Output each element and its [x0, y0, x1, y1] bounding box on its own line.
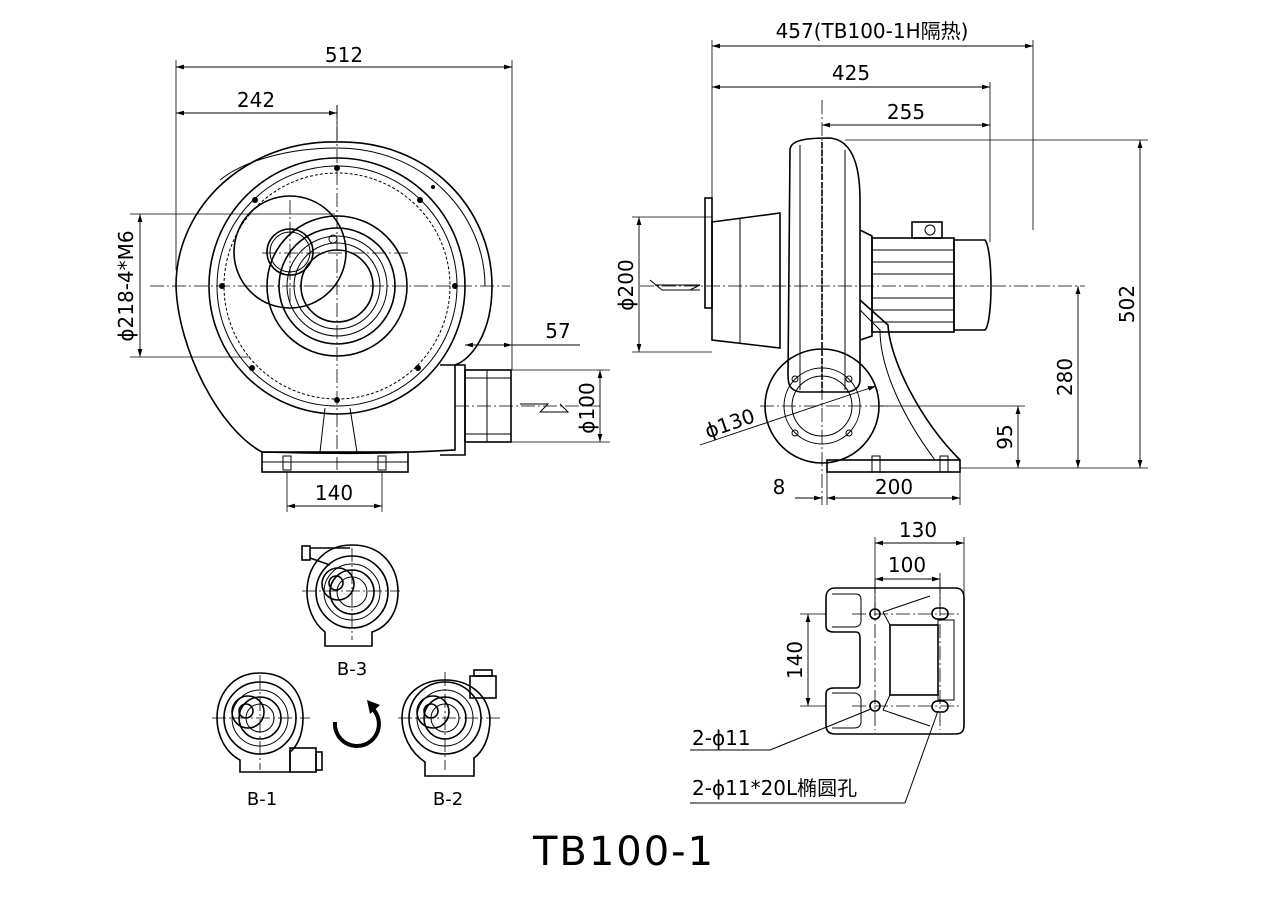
dim-height-overall: 502 — [1115, 285, 1139, 323]
side-view — [640, 100, 1085, 505]
rotation-arrow-icon — [332, 700, 381, 748]
dim-foot-offset: 8 — [773, 475, 786, 499]
dim-base-hole-spacing-x: 100 — [888, 553, 926, 577]
dim-foot-length: 200 — [875, 475, 913, 499]
front-view-dimensions: 512 242 ϕ218-4*M6 57 ϕ100 140 — [114, 43, 610, 512]
dim-front-width-center: 242 — [237, 88, 275, 112]
front-view — [150, 105, 600, 473]
dim-height-center: 280 — [1053, 358, 1077, 396]
dim-length-insulated: 457(TB100-1H隔热) — [776, 19, 969, 43]
dim-length-overall: 425 — [832, 61, 870, 85]
label-round-holes: 2-ϕ11 — [692, 726, 751, 750]
dim-base-width-overall: 130 — [899, 518, 937, 542]
dim-height-outlet: 95 — [993, 424, 1017, 449]
dim-inlet-diameter: ϕ200 — [614, 259, 638, 310]
dim-base-hole-spacing-y: 140 — [783, 641, 807, 679]
dim-outlet-length: 57 — [545, 319, 570, 343]
dim-bolt-circle: ϕ218-4*M6 — [114, 230, 138, 341]
base-view — [825, 580, 965, 735]
dim-foot-spacing: 140 — [315, 481, 353, 505]
dim-front-outlet-diameter: ϕ100 — [575, 382, 599, 433]
label-b1: B-1 — [247, 789, 277, 810]
dim-front-width-overall: 512 — [325, 43, 363, 67]
dim-side-outlet-diameter: ϕ130 — [702, 404, 758, 443]
model-title: TB100-1 — [532, 829, 715, 875]
orientation-b2: B-2 — [398, 669, 500, 810]
label-b3: B-3 — [337, 659, 367, 680]
dim-length-to-center: 255 — [887, 100, 925, 124]
label-slot-holes: 2-ϕ11*20L椭圆孔 — [692, 776, 857, 800]
base-view-dimensions: 130 100 140 2-ϕ11 2-ϕ11*20L椭圆孔 — [690, 518, 965, 804]
orientation-b1: B-1 — [212, 672, 323, 810]
orientation-b3: B-3 — [301, 544, 400, 680]
label-b2: B-2 — [433, 789, 463, 810]
